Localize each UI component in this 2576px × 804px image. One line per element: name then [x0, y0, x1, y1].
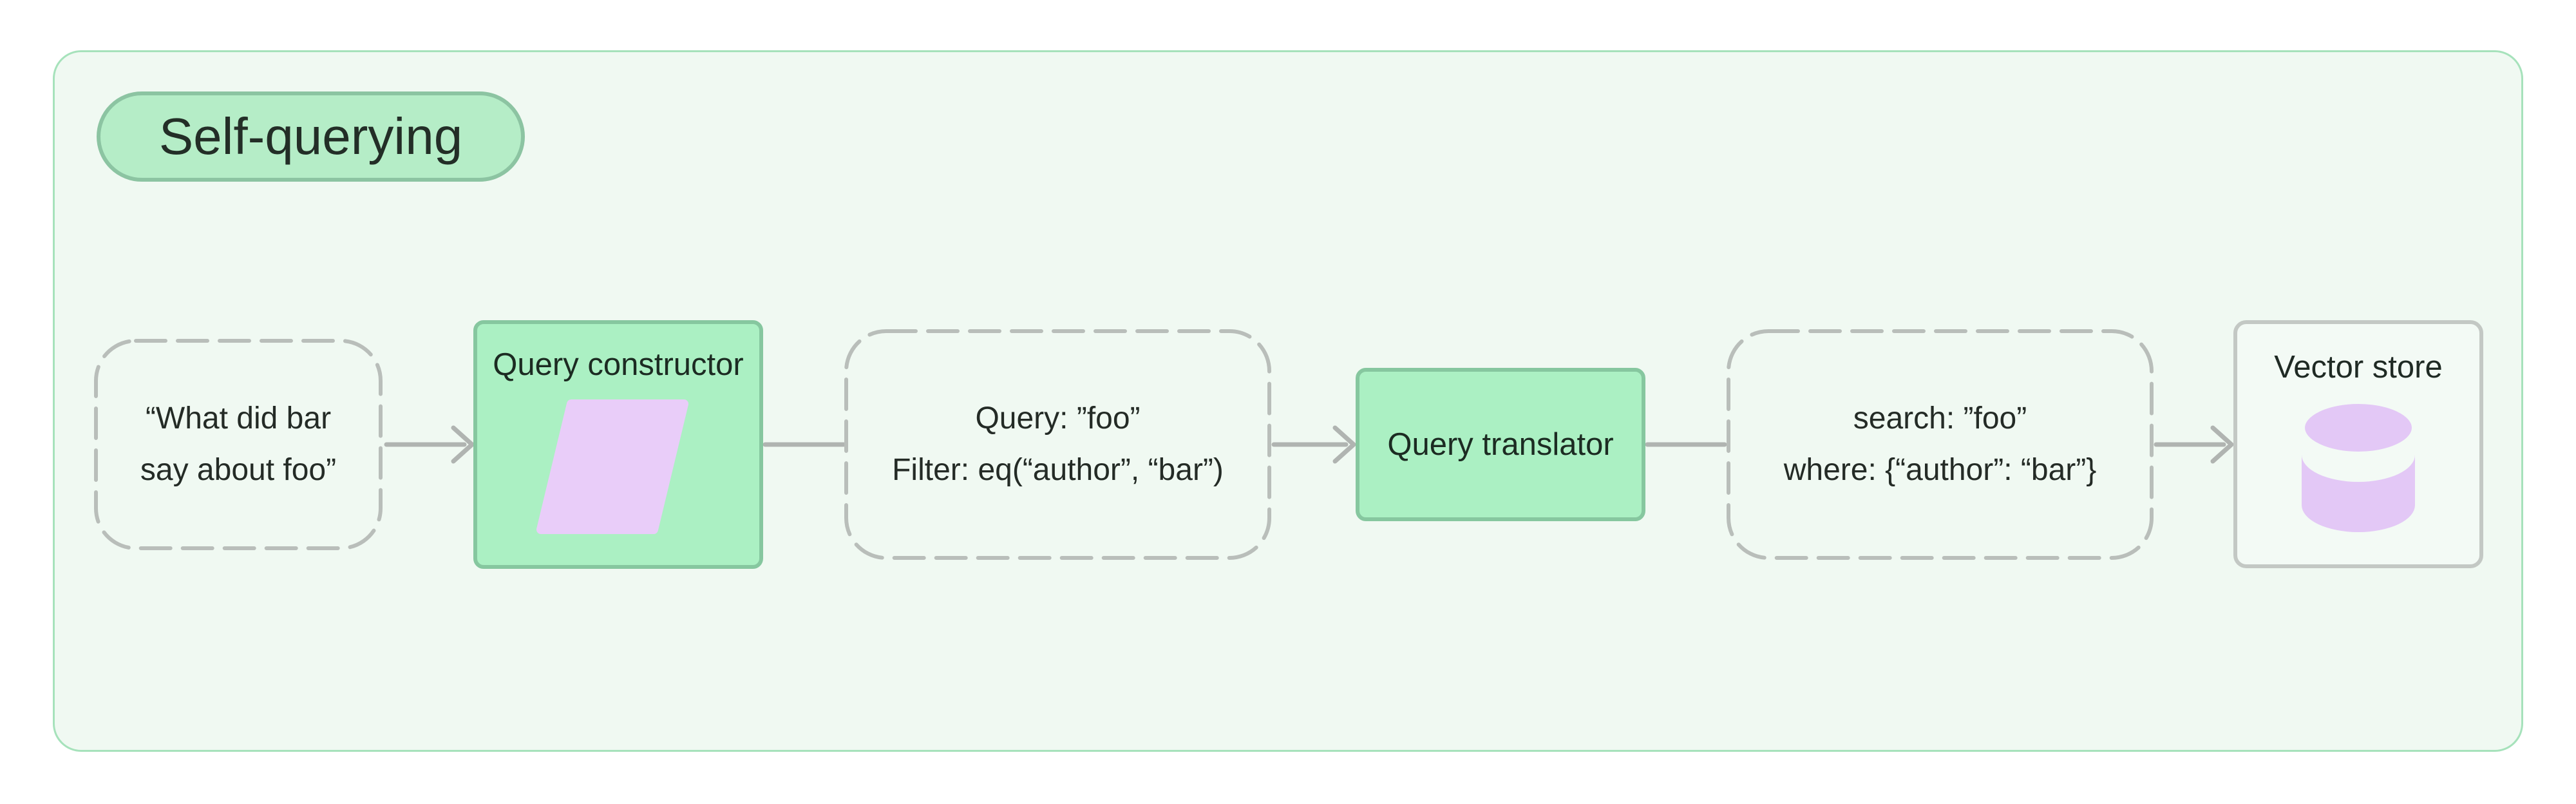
database-icon [2298, 397, 2418, 532]
arrowhead-icon [2210, 425, 2234, 464]
dashed-border [844, 329, 1271, 560]
node-structured-query: Query: ”foo” Filter: eq(“author”, “bar”) [844, 329, 1272, 560]
arrowhead-icon [451, 425, 475, 464]
query-constructor-label: Query constructor [493, 347, 744, 382]
query-translator-label: Query translator [1387, 427, 1614, 462]
diagram-title: Self-querying [158, 108, 463, 165]
node-query-translator: Query translator [1356, 368, 1645, 521]
vector-store-label: Vector store [2274, 350, 2443, 385]
node-vector-store: Vector store [2233, 320, 2483, 568]
translated-query-line-2: where: {“author”: “bar”} [1783, 453, 2097, 487]
diagram-title-badge: Self-querying [97, 91, 525, 182]
structured-query-line-1: Query: ”foo” [975, 401, 1141, 436]
node-query-constructor: Query constructor [473, 320, 763, 569]
parallelogram-icon [536, 399, 688, 534]
user-query-line-2: say about foo” [140, 453, 337, 487]
node-user-query: “What did bar say about foo” [93, 338, 383, 551]
translated-query-line-1: search: ”foo” [1853, 401, 2027, 436]
dashed-border [1727, 329, 2154, 560]
dashed-border [94, 339, 383, 550]
structured-query-line-2: Filter: eq(“author”, “bar”) [892, 453, 1224, 487]
user-query-line-1: “What did bar [145, 401, 332, 436]
arrowhead-icon [1332, 425, 1356, 464]
node-translated-query: search: ”foo” where: {“author”: “bar”} [1726, 329, 2154, 560]
